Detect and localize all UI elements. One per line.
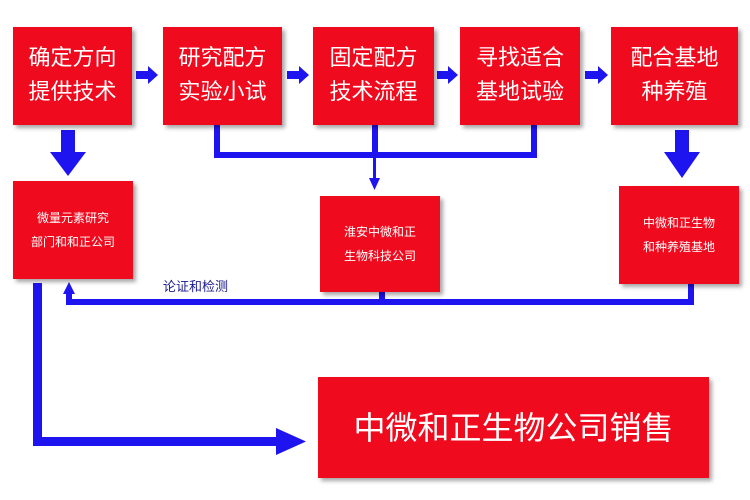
feedback-up-stem [66, 290, 72, 305]
arrow-down-right [664, 130, 700, 178]
step-box-3: 固定配方 技术流程 [313, 27, 434, 125]
arrow-1-to-2 [136, 66, 158, 84]
feedback-label: 论证和检测 [163, 280, 229, 295]
step-box-1: 确定方向 提供技术 [13, 27, 132, 125]
l-arrow-head [276, 428, 306, 455]
bracket-down-stem [373, 158, 376, 180]
arrow-4-to-5 [585, 66, 608, 84]
bracket-left-leg [214, 125, 220, 158]
feedback-stem-right [688, 284, 694, 305]
step-box-2: 研究配方 实验小试 [163, 27, 282, 125]
step-box-5: 配合基地 种养殖 [611, 27, 738, 125]
bracket-right-leg [531, 125, 537, 158]
org-box-base: 中微和正生物 和种养殖基地 [619, 186, 739, 284]
final-sales-box: 中微和正生物公司销售 [318, 377, 709, 478]
bracket-bar [214, 152, 537, 158]
step-box-3-label: 固定配方 技术流程 [329, 46, 418, 105]
org-box-research: 微量元素研究 部门和和正公司 [13, 181, 133, 279]
org-box-company: 淮安中微和正 生物科技公司 [320, 196, 440, 292]
final-sales-label: 中微和正生物公司销售 [353, 408, 674, 447]
feedback-bar [66, 299, 694, 305]
feedback-stem-middle [379, 292, 385, 305]
step-box-4-label: 寻找适合 基地试验 [475, 46, 564, 105]
step-box-1-label: 确定方向 提供技术 [28, 46, 117, 105]
arrow-down-left [50, 130, 86, 176]
org-box-base-label: 中微和正生物 和种养殖基地 [642, 216, 715, 254]
step-box-2-label: 研究配方 实验小试 [178, 46, 267, 105]
bracket-down-head [369, 178, 380, 190]
org-box-research-label: 微量元素研究 部门和和正公司 [30, 211, 115, 249]
l-arrow-horizontal [33, 437, 278, 446]
bracket-mid-leg [372, 125, 378, 158]
feedback-up-head [63, 282, 75, 294]
l-arrow-vertical [33, 283, 42, 446]
arrow-2-to-3 [287, 66, 309, 84]
step-box-5-label: 配合基地 种养殖 [630, 46, 719, 105]
arrow-3-to-4 [437, 66, 458, 84]
org-box-company-label: 淮安中微和正 生物科技公司 [343, 225, 416, 263]
step-box-4: 寻找适合 基地试验 [460, 27, 580, 125]
